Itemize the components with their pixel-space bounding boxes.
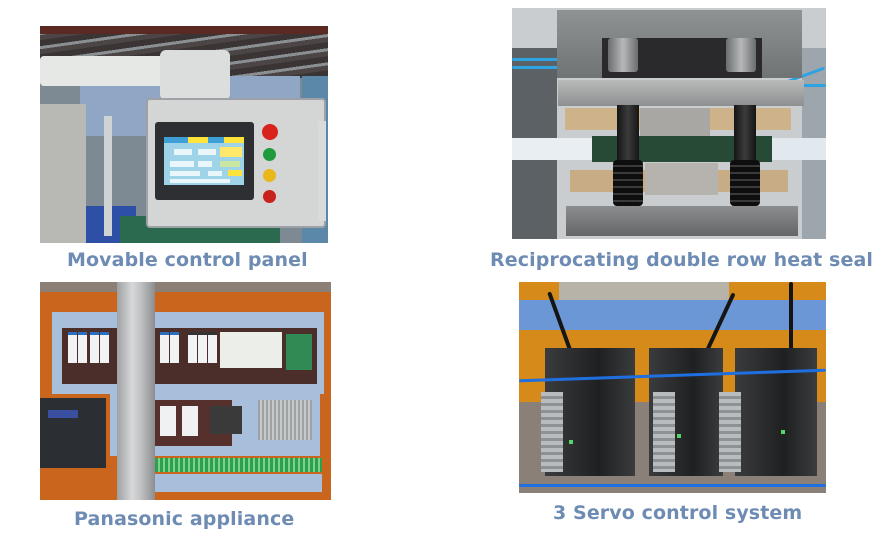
ceiling-beam	[40, 26, 328, 34]
servo-drive-3	[735, 348, 817, 476]
heat-sink	[653, 392, 675, 472]
status-led	[569, 440, 573, 444]
emergency-stop-icon	[262, 124, 278, 140]
circuit-breaker	[170, 332, 179, 363]
power-supply	[258, 400, 312, 440]
upper-seal-head	[640, 108, 710, 138]
film-material	[512, 138, 602, 160]
circuit-breaker	[160, 332, 169, 363]
guide-collar-left	[608, 38, 638, 72]
bottom-wire-duct	[150, 474, 322, 492]
base-plate	[566, 206, 798, 236]
inverter-display	[48, 410, 78, 418]
blue-rail	[519, 300, 826, 330]
relay	[188, 332, 197, 363]
machine-cabinet	[40, 104, 86, 243]
photo-movable-control-panel	[40, 26, 328, 243]
transformer	[210, 406, 242, 434]
upper-plate	[558, 80, 804, 106]
handle-left	[104, 116, 112, 236]
plc-expansion	[286, 334, 312, 370]
caption-panasonic-appliance: Panasonic appliance	[74, 508, 295, 530]
circuit-breaker	[90, 332, 99, 363]
status-led	[677, 434, 681, 438]
photo-panasonic-appliance	[40, 282, 331, 500]
cabinet-top	[40, 282, 331, 292]
relay	[198, 332, 207, 363]
caption-servo-control: 3 Servo control system	[553, 502, 803, 524]
status-led	[781, 430, 785, 434]
circuit-breaker	[100, 332, 109, 363]
inverter	[40, 398, 106, 468]
plc-module	[220, 332, 282, 368]
caption-movable-control-panel: Movable control panel	[67, 249, 308, 271]
cable	[789, 282, 793, 362]
spring-right	[730, 160, 760, 206]
photo-heat-seal	[512, 8, 826, 239]
yellow-button-icon	[263, 169, 276, 182]
caption-heat-seal: Reciprocating double row heat seal	[490, 249, 873, 271]
pneumatic-hose	[512, 58, 572, 61]
circuit-breaker	[68, 332, 77, 363]
guide-collar-right	[726, 38, 756, 72]
blue-cable	[519, 484, 826, 487]
heat-sink	[541, 392, 563, 472]
heat-sink	[719, 392, 741, 472]
spring-left	[613, 160, 643, 206]
pneumatic-hose	[512, 66, 567, 69]
lower-seal-head	[645, 163, 718, 195]
contactor	[182, 406, 198, 436]
photo-servo-control	[519, 282, 826, 493]
green-start-button-icon	[263, 148, 276, 161]
hmi-touchscreen	[164, 137, 244, 185]
swing-arm-joint	[160, 50, 230, 100]
red-stop-button-icon	[263, 190, 276, 203]
mounting-plate	[559, 282, 729, 300]
relay	[208, 332, 217, 363]
contactor	[160, 406, 176, 436]
cabinet-pillar	[117, 282, 155, 500]
handle-right	[318, 121, 326, 221]
pneumatic-hose	[796, 84, 826, 87]
terminal-blocks	[150, 458, 322, 472]
circuit-breaker	[78, 332, 87, 363]
